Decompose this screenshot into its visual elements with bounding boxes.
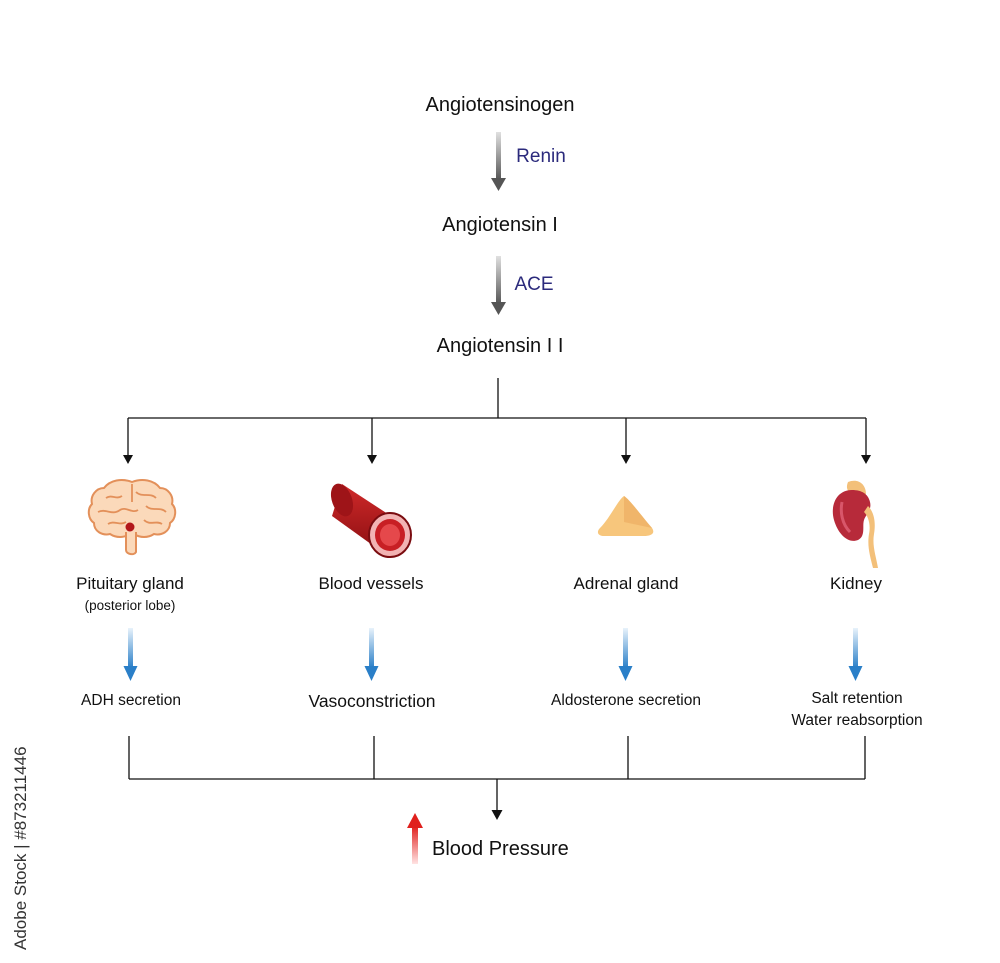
outcome-arrowhead <box>491 810 503 820</box>
kidney-icon <box>832 480 878 568</box>
converge-connectors <box>128 736 866 812</box>
pituitary-gland-label: Pituitary gland <box>76 574 184 593</box>
aldosterone-secretion-label: Aldosterone secretion <box>551 692 701 709</box>
ace-arrow <box>491 256 506 315</box>
renin-label: Renin <box>516 146 566 167</box>
adrenal-gland-icon <box>597 496 654 536</box>
angiotensin-i-label: Angiotensin I <box>442 214 558 236</box>
red-up-arrow-icon <box>407 813 423 864</box>
ace-label: ACE <box>514 274 554 295</box>
blood-vessels-label: Blood vessels <box>318 574 424 593</box>
effect-arrows <box>123 628 863 681</box>
adobe-stock-watermark: Adobe Stock | #873211446 <box>11 746 30 950</box>
blood-pressure-label: Blood Pressure <box>432 838 569 860</box>
water-reabsorption-label: Water reabsorption <box>791 712 923 729</box>
blood-vessel-icon <box>330 483 412 558</box>
angiotensin-ii-label: Angiotensin I I <box>436 335 564 357</box>
vasoconstriction-label: Vasoconstriction <box>308 691 436 711</box>
branch-arrowheads <box>123 455 871 464</box>
kidney-label: Kidney <box>830 574 882 593</box>
renin-arrow <box>491 132 506 191</box>
svg-text:Adobe Stock | #873211446: Adobe Stock | #873211446 <box>11 746 30 950</box>
adh-secretion-label: ADH secretion <box>81 692 181 709</box>
branch-connectors <box>127 378 867 456</box>
angiotensinogen-label: Angiotensinogen <box>425 94 575 116</box>
salt-retention-label: Salt retention <box>811 690 903 707</box>
adrenal-gland-label: Adrenal gland <box>573 574 679 593</box>
pituitary-gland-sublabel: (posterior lobe) <box>84 598 176 613</box>
brain-icon <box>87 479 177 556</box>
